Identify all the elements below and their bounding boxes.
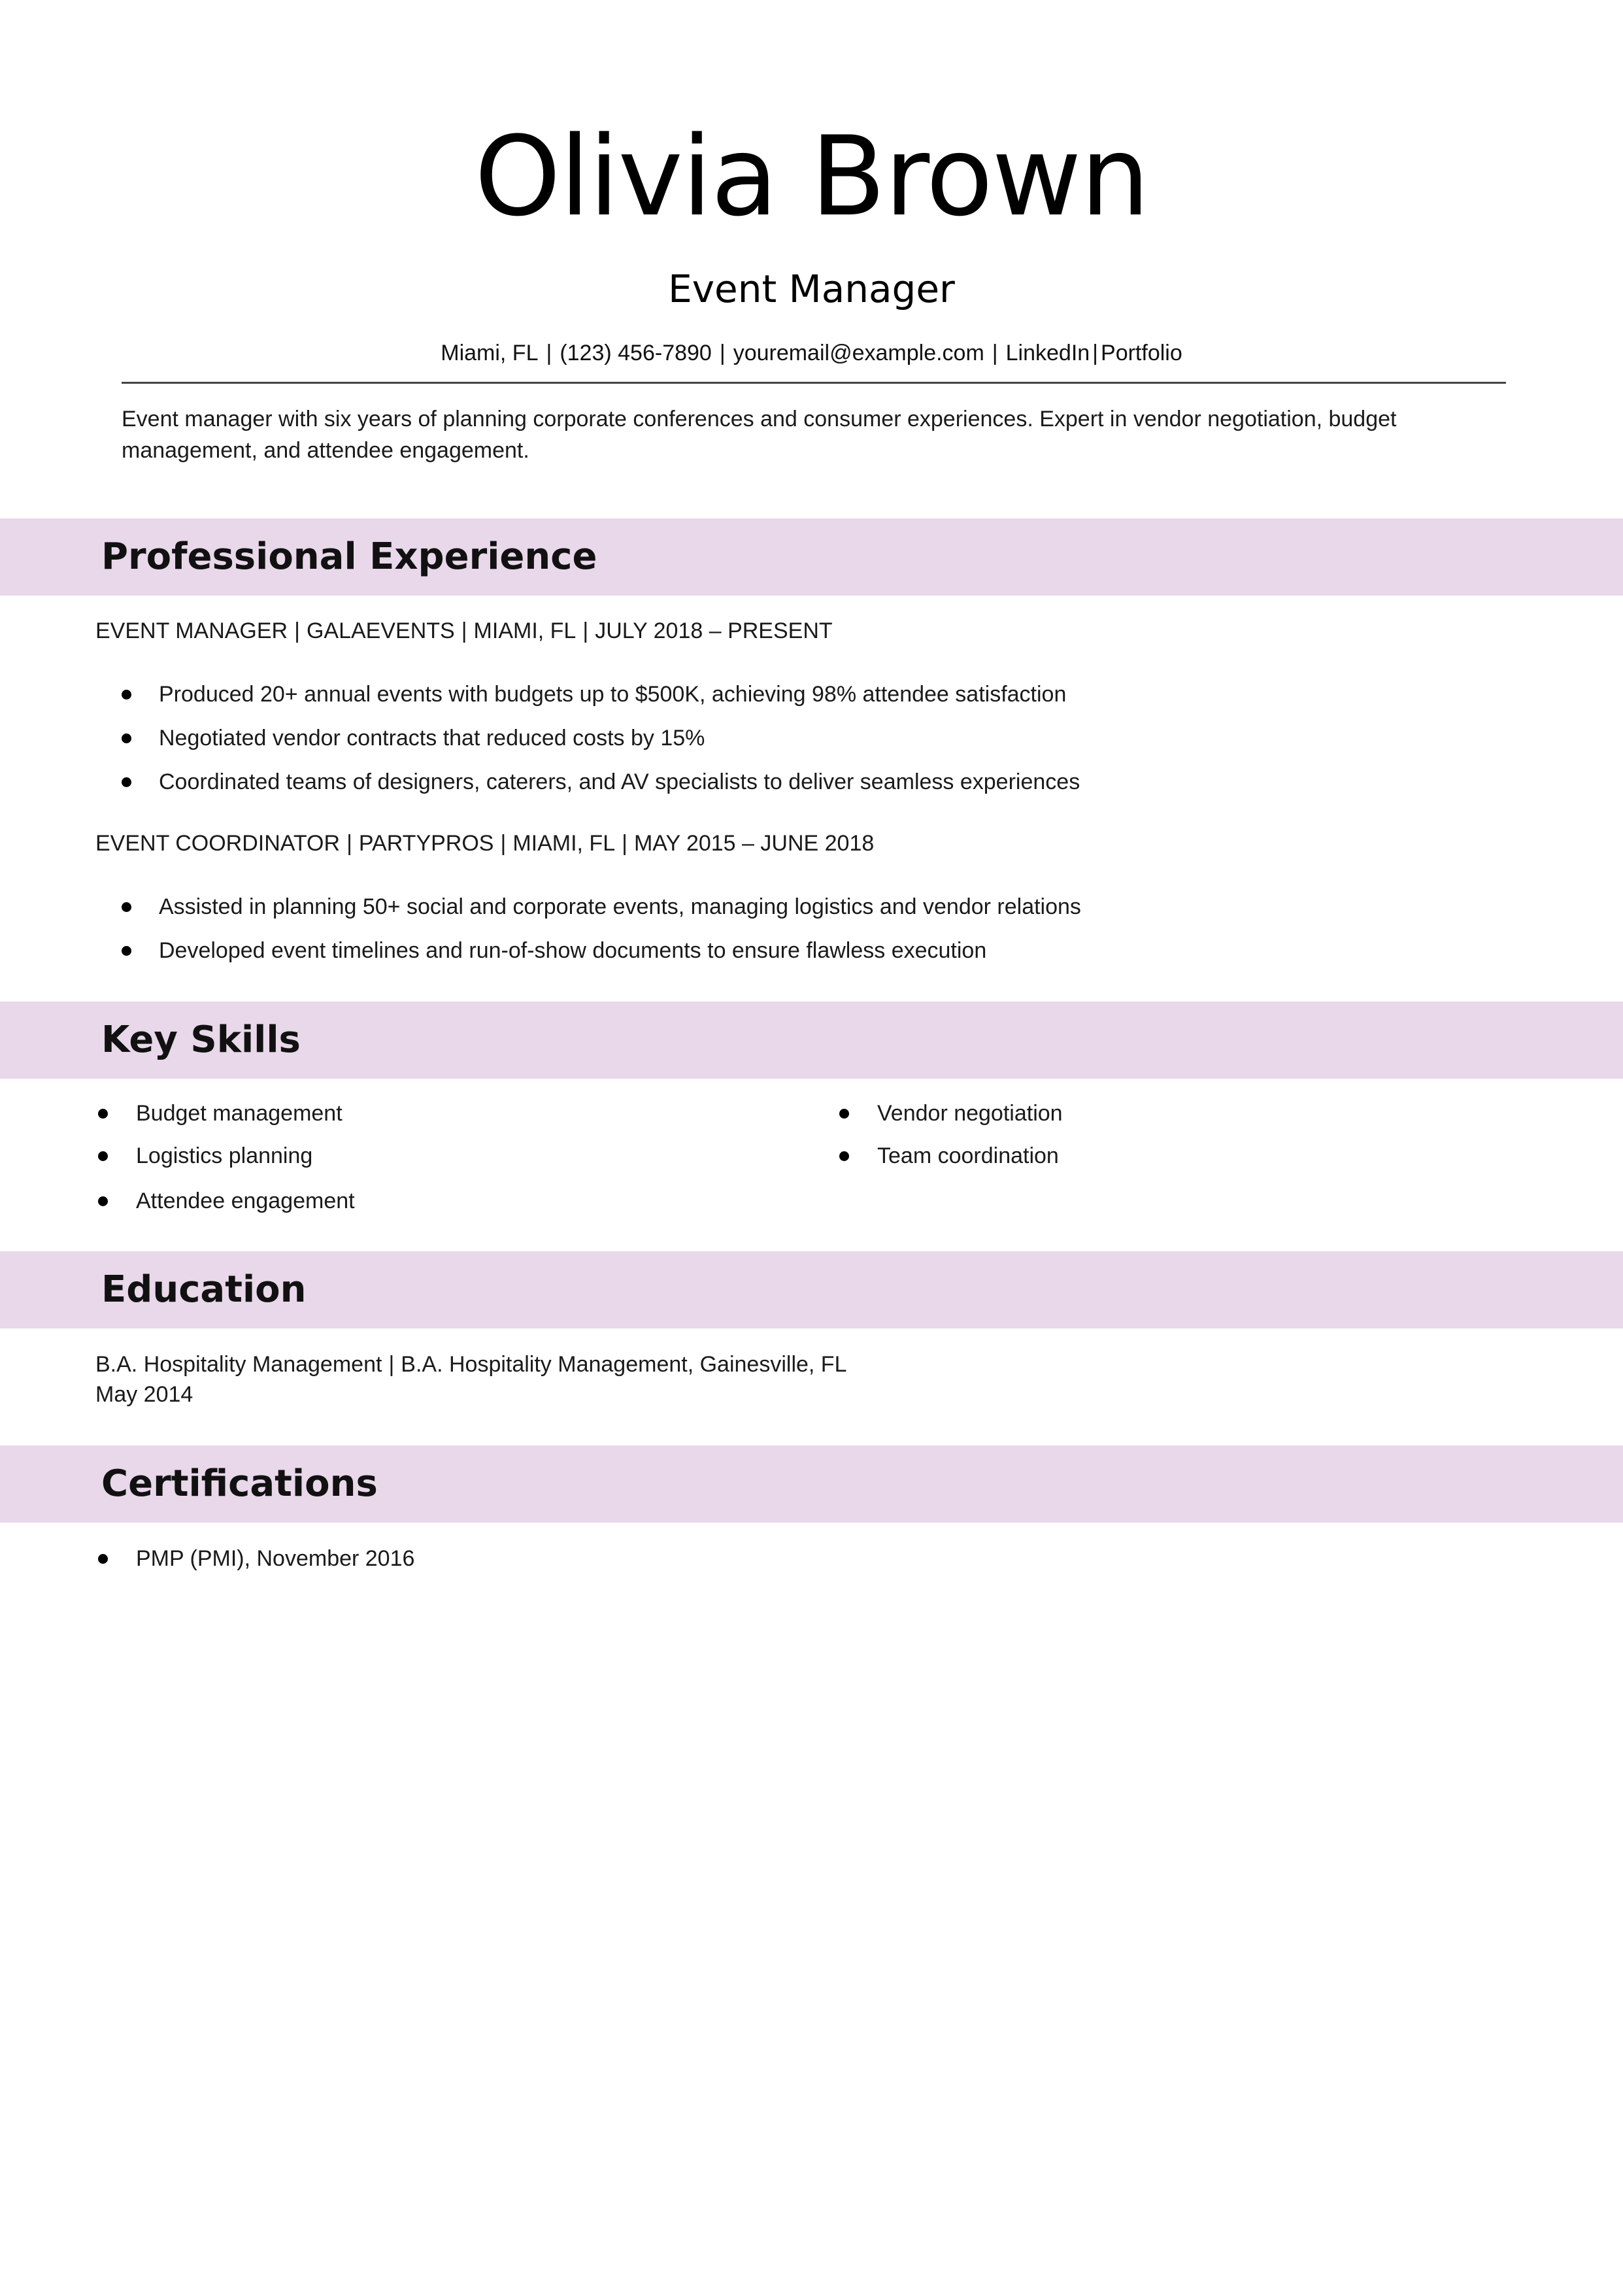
contact-location: Miami, FL	[441, 341, 539, 365]
job-company: PARTYPROS	[358, 831, 494, 856]
job-separator: |	[461, 618, 467, 643]
list-item: Negotiated vendor contracts that reduced…	[0, 722, 1623, 754]
bullet-text: Assisted in planning 50+ social and corp…	[159, 894, 1081, 919]
job-separator: |	[346, 831, 352, 856]
bullet-icon	[98, 1554, 108, 1564]
education-separator: |	[388, 1352, 395, 1377]
summary-paragraph: Event manager with six years of planning…	[122, 407, 1397, 463]
list-item: Assisted in planning 50+ social and corp…	[0, 891, 1623, 922]
bullet-icon	[122, 946, 131, 956]
section-band-education	[0, 1251, 1623, 1328]
list-item: Logistics planning	[0, 1140, 784, 1172]
bullet-icon	[98, 1109, 108, 1119]
job-dates: MAY 2015 – JUNE 2018	[633, 831, 875, 856]
resume-name: Olivia Brown	[474, 112, 1150, 241]
job-location: MIAMI, FL	[473, 618, 577, 643]
section-title-education: Education	[101, 1268, 307, 1311]
education-date: May 2014	[95, 1382, 193, 1407]
list-item: Vendor negotiation	[784, 1098, 1623, 1129]
skill-text: Team coordination	[877, 1143, 1059, 1168]
certification-text: PMP (PMI), November 2016	[136, 1546, 415, 1571]
skill-text: Budget management	[136, 1101, 343, 1126]
job-role: EVENT MANAGER	[95, 618, 288, 643]
job-separator: |	[622, 831, 627, 856]
contact-separator: |	[1092, 341, 1099, 365]
section-title-experience: Professional Experience	[101, 535, 597, 578]
list-item: PMP (PMI), November 2016	[0, 1543, 784, 1574]
bullet-icon	[839, 1109, 849, 1119]
contact-email[interactable]: youremail@example.com	[733, 341, 984, 365]
skill-text: Vendor negotiation	[877, 1101, 1063, 1126]
contact-phone: (123) 456-7890	[560, 341, 712, 365]
contact-separator: |	[719, 341, 726, 365]
contact-linkedin[interactable]: LinkedIn	[1005, 341, 1090, 365]
skill-text: Logistics planning	[136, 1143, 313, 1168]
bullet-text: Developed event timelines and run-of-sho…	[159, 938, 987, 963]
section-band-certifications	[0, 1445, 1623, 1523]
bullet-icon	[839, 1151, 849, 1161]
section-band-experience	[0, 518, 1623, 596]
job-heading: EVENT COORDINATOR|PARTYPROS|MIAMI, FL|MA…	[95, 829, 874, 858]
bullet-icon	[122, 734, 131, 743]
bullet-icon	[98, 1151, 108, 1161]
bullet-icon	[122, 777, 131, 787]
job-heading: EVENT MANAGER|GALAEVENTS|MIAMI, FL|JULY …	[95, 616, 833, 645]
header-divider	[122, 382, 1506, 384]
job-location: MIAMI, FL	[512, 831, 616, 856]
bullet-icon	[122, 690, 131, 700]
list-item: Coordinated teams of designers, caterers…	[0, 766, 1623, 798]
list-item: Attendee engagement	[0, 1185, 784, 1217]
list-item: Produced 20+ annual events with budgets …	[0, 679, 1623, 710]
list-item: Budget management	[0, 1098, 784, 1129]
contact-separator: |	[992, 341, 998, 365]
job-company: GALAEVENTS	[306, 618, 455, 643]
job-dates: JULY 2018 – PRESENT	[595, 618, 833, 643]
job-role: EVENT COORDINATOR	[95, 831, 341, 856]
section-title-certifications: Certifications	[101, 1462, 378, 1505]
job-separator: |	[582, 618, 589, 643]
education-detail: B.A. Hospitality Management, Gainesville…	[401, 1352, 847, 1377]
education-degree: B.A. Hospitality Management	[95, 1352, 382, 1377]
contact-separator: |	[546, 341, 552, 365]
list-item: Team coordination	[784, 1140, 1623, 1172]
contact-portfolio[interactable]: Portfolio	[1101, 341, 1182, 365]
section-title-skills: Key Skills	[101, 1019, 301, 1061]
job-title: Event Manager	[668, 267, 955, 311]
job-separator: |	[500, 831, 507, 856]
bullet-text: Negotiated vendor contracts that reduced…	[159, 726, 705, 751]
section-band-skills	[0, 1002, 1623, 1079]
bullet-text: Coordinated teams of designers, caterers…	[159, 769, 1080, 794]
list-item: Developed event timelines and run-of-sho…	[0, 935, 1623, 966]
bullet-icon	[98, 1196, 108, 1206]
job-separator: |	[294, 618, 300, 643]
education-entry: B.A. Hospitality Management|B.A. Hospita…	[95, 1349, 846, 1379]
skill-text: Attendee engagement	[136, 1189, 355, 1213]
bullet-icon	[122, 902, 131, 912]
contact-line: Miami, FL | (123) 456-7890 | youremail@examp…	[0, 339, 1623, 367]
bullet-text: Produced 20+ annual events with budgets …	[159, 682, 1067, 707]
